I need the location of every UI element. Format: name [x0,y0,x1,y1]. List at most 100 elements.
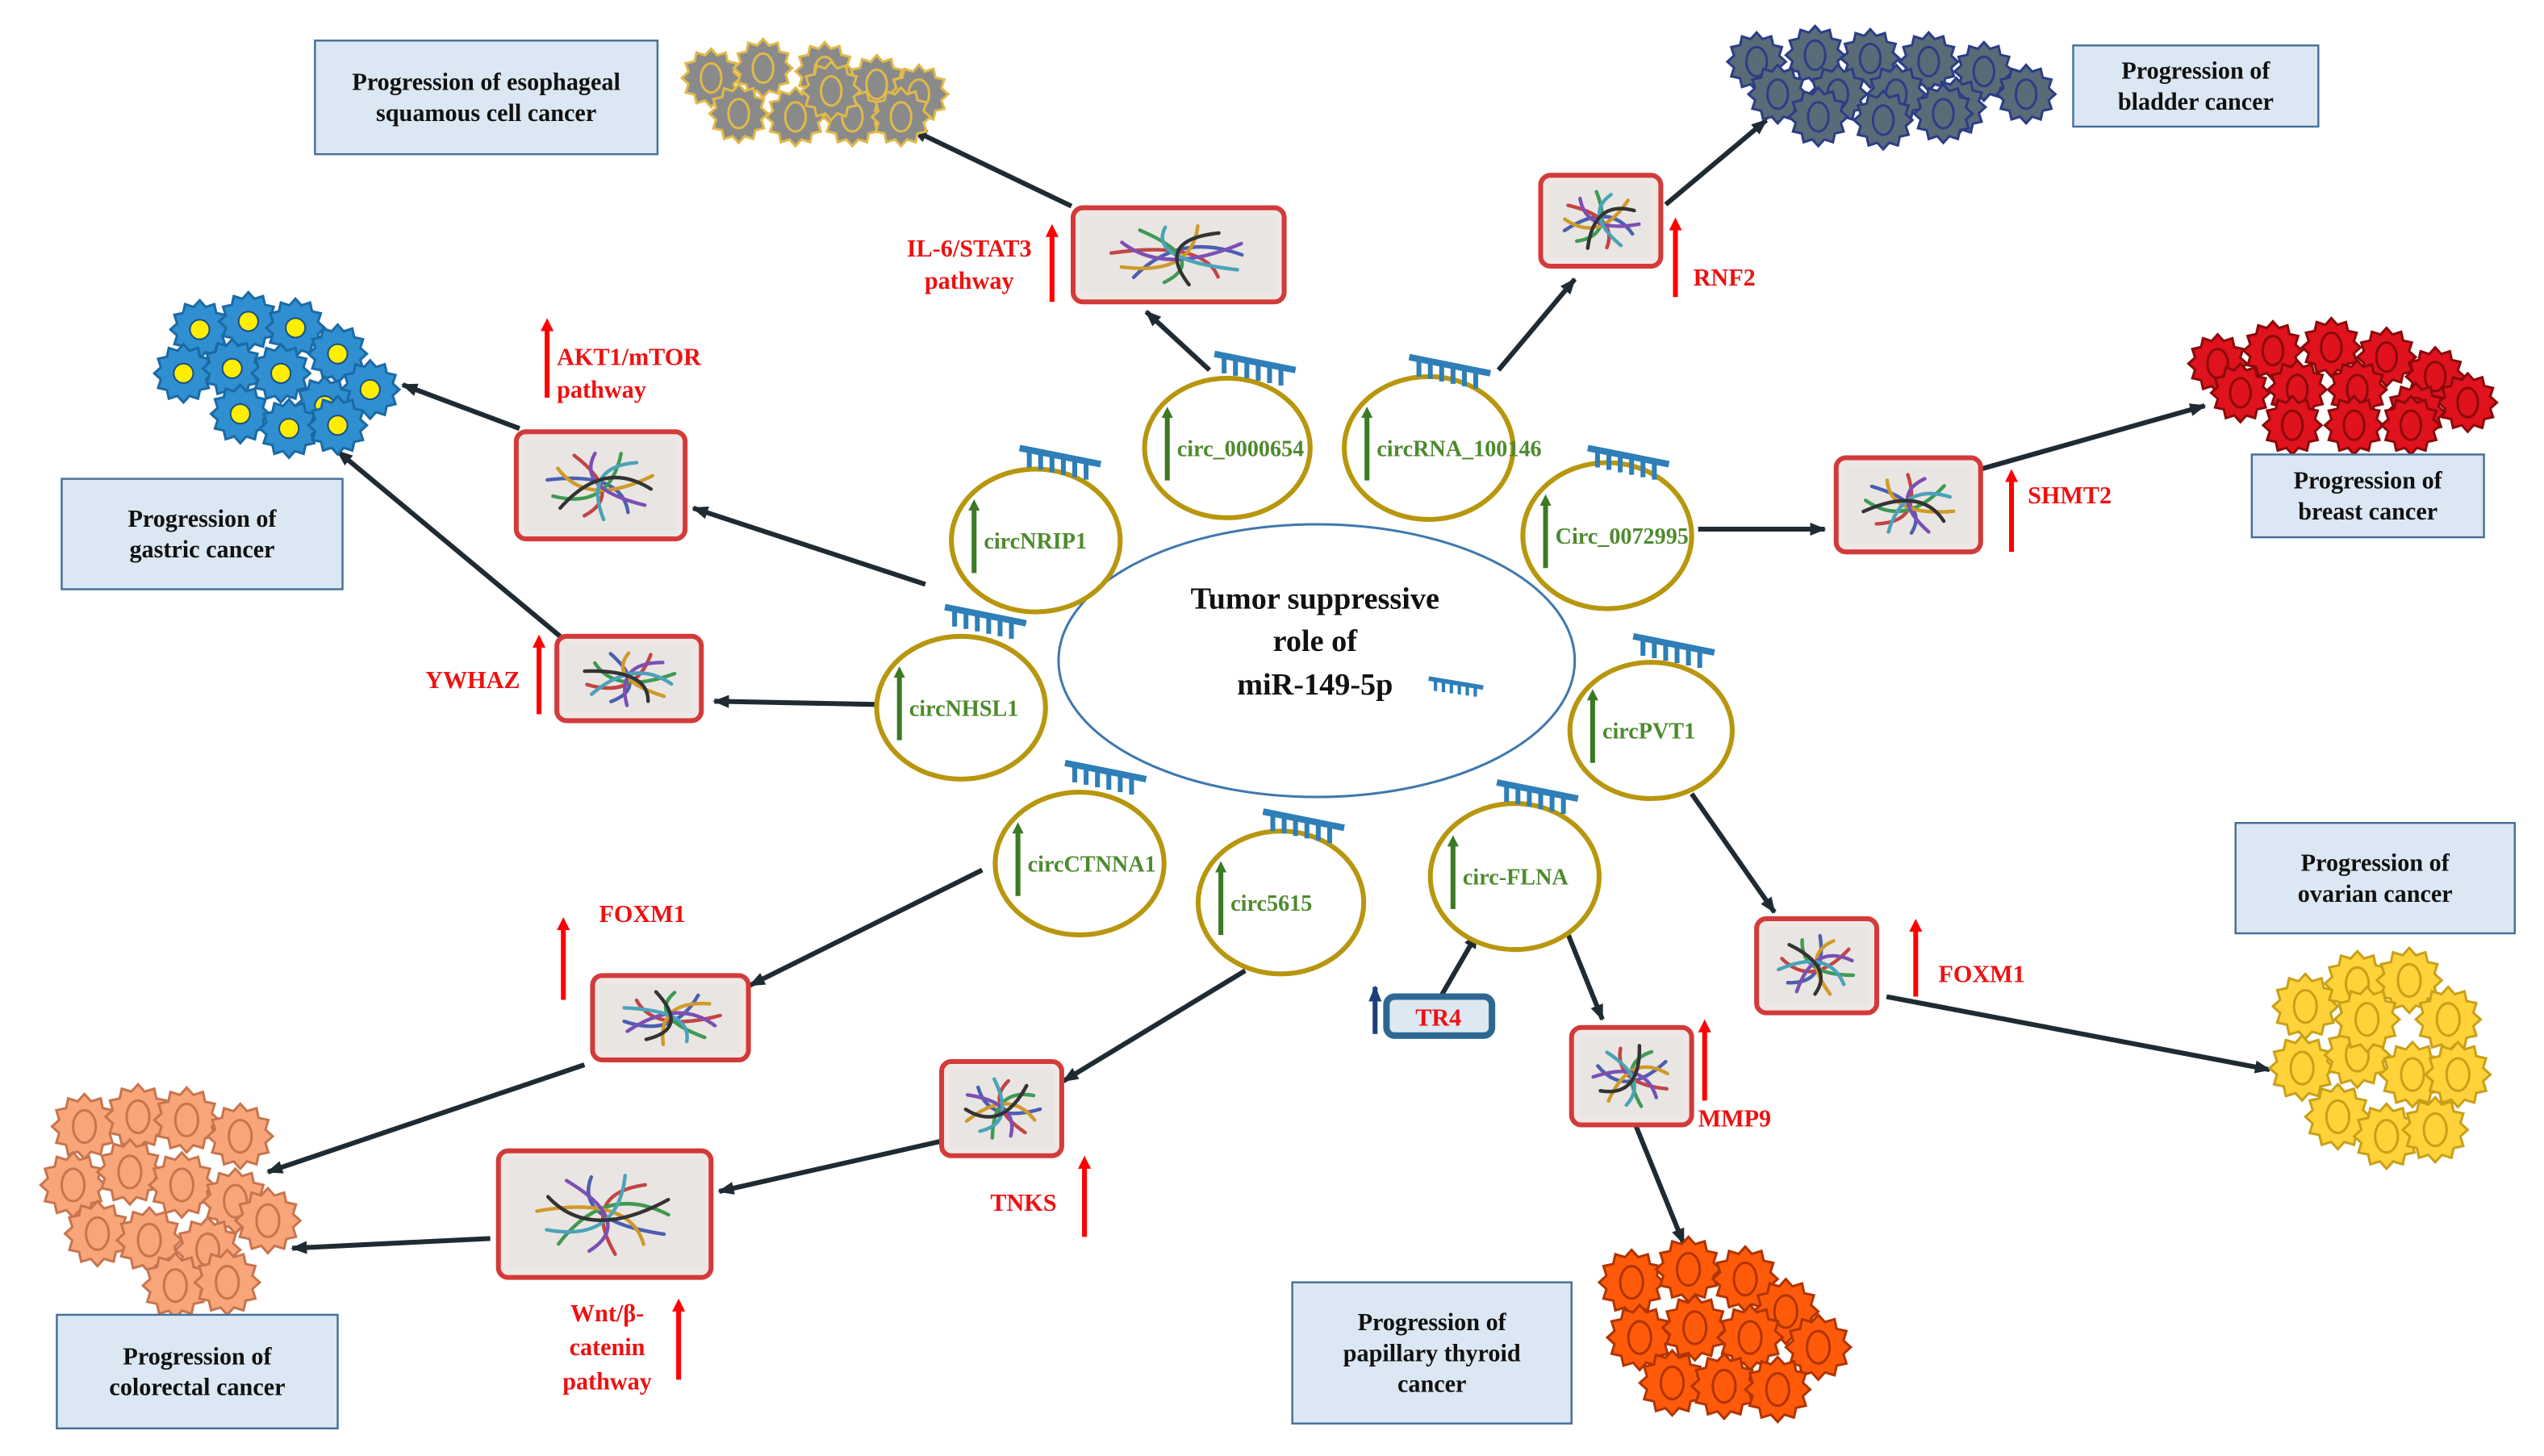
cell-cluster-colorectal [39,1082,303,1320]
protein-ribbon [583,669,650,703]
cancer-cell [2333,985,2402,1054]
cancer-cell [2209,361,2272,424]
center-title-line3: miR-149-5p [1237,668,1393,702]
cancer-box-label: Progression of [1358,1308,1507,1336]
cell-nucleus [1732,1262,1758,1297]
protein-ribbon [625,1011,717,1033]
cell-nucleus [1858,42,1882,75]
cancer-cell [1690,1351,1759,1421]
cell-nucleus [783,101,808,133]
protein-ribbon [1120,240,1243,261]
protein-foxm1-left [590,973,751,1063]
arrow-nrip1-to-akt [691,505,926,587]
target-rnf2: RNF2 [1669,217,1756,298]
protein-ribbon [1578,196,1641,228]
protein-ywhaz [554,633,704,724]
cell-nucleus [1711,1368,1737,1404]
arrow-foxm1-to-ovarian [1886,994,2271,1074]
cell-nucleus [865,69,888,101]
cancer-box-label: Progression of [2294,467,2443,494]
protein-ribbon [1160,225,1239,272]
cell-cluster-ovarian [2267,945,2492,1171]
target-label: Wnt/β- [570,1300,644,1327]
protein-ribbon [545,1195,670,1222]
cell-nucleus [327,343,349,365]
target-tnks: TNKS [990,1155,1092,1237]
center-title-line2: role of [1273,624,1359,658]
cancer-cell [1654,1235,1723,1304]
cell-nucleus [237,311,259,332]
target-ywhaz: YWHAZ [425,634,546,715]
arrow-c5615-to-tnks [1062,968,1247,1083]
protein-ribbon [1109,248,1220,279]
arrow-mmp9-to-thyroid [1632,1122,1686,1245]
mirna-icon [1496,778,1579,815]
cancer-box-label: cancer [1397,1370,1466,1398]
tr4-box [1383,993,1496,1039]
circrna-label: circCTNNA1 [1028,853,1156,878]
arrow-rnf2-to-bladder [1664,118,1769,207]
circrna-node: circNHSL1 [874,603,1048,782]
cell-nucleus [72,1108,98,1145]
arrow-wnt-to-colorectal [290,1236,491,1254]
cell-nucleus [2229,377,2252,409]
cell-nucleus [270,362,292,384]
target-foxm1-right: FOXM1 [1909,918,2025,997]
cancer-box-label: bladder cancer [2118,88,2274,115]
cancer-cell [206,1102,275,1171]
cancer-box-label: Progression of [127,505,277,532]
protein-ribbon [1175,231,1221,287]
cell-nucleus [2399,409,2423,441]
mirna-icon [1214,350,1297,386]
cancer-box-label: gastric cancer [129,536,274,563]
cell-nucleus [136,1222,162,1258]
cell-nucleus [1871,104,1895,136]
circrna-label: circ5615 [1230,891,1312,916]
cell-nucleus [889,101,913,133]
cell-cluster-thyroid [1597,1235,1853,1424]
mirna-icon [1632,632,1715,669]
cancer-box-label: squamous cell cancer [376,99,596,127]
mirna-icon [1408,353,1491,389]
cancer-cell [152,1085,221,1154]
tr4-node: TR4 [1368,985,1496,1039]
protein-tnks [939,1059,1064,1158]
cell-nucleus [125,1099,151,1135]
cancer-cell [1660,1293,1730,1362]
circrna-label: circNRIP1 [984,529,1087,554]
protein-ribbon [622,1006,689,1044]
cell-nucleus [1744,45,1769,78]
cancer-cell [95,1137,165,1207]
protein-ribbon [963,1083,1029,1119]
protein-foxm1-right [1754,916,1880,1016]
cancer-cell [1852,89,1915,152]
circrna-label: circ-FLNA [1463,866,1569,891]
cell-nucleus [1805,1329,1832,1365]
mirna-icon [1064,759,1147,795]
protein-ribbon [1585,207,1636,250]
cell-nucleus [60,1167,86,1203]
cell-nucleus [2014,78,2038,111]
cancer-cell [1787,86,1850,148]
arrow-c100146-to-rnf2 [1496,277,1577,372]
cell-nucleus [327,415,349,436]
cell-nucleus [1803,39,1827,72]
cell-nucleus [162,1268,188,1304]
protein-ribbon [1886,491,1953,534]
center-mirna-icon [1428,676,1484,697]
protein-il6 [1070,205,1287,305]
cancer-cell [147,1150,216,1220]
circrna-ring [992,789,1167,938]
cancer-cell [2436,371,2499,434]
cell-nucleus [2354,1002,2380,1037]
protein-ribbon [545,476,630,515]
arrow-foxm1-to-colorectal [266,1062,586,1174]
cell-nucleus [278,418,300,440]
protein-akt [513,429,688,542]
protein-ribbon [1861,499,1946,524]
target-label: pathway [925,267,1014,294]
cell-cluster-gastric [152,290,402,460]
